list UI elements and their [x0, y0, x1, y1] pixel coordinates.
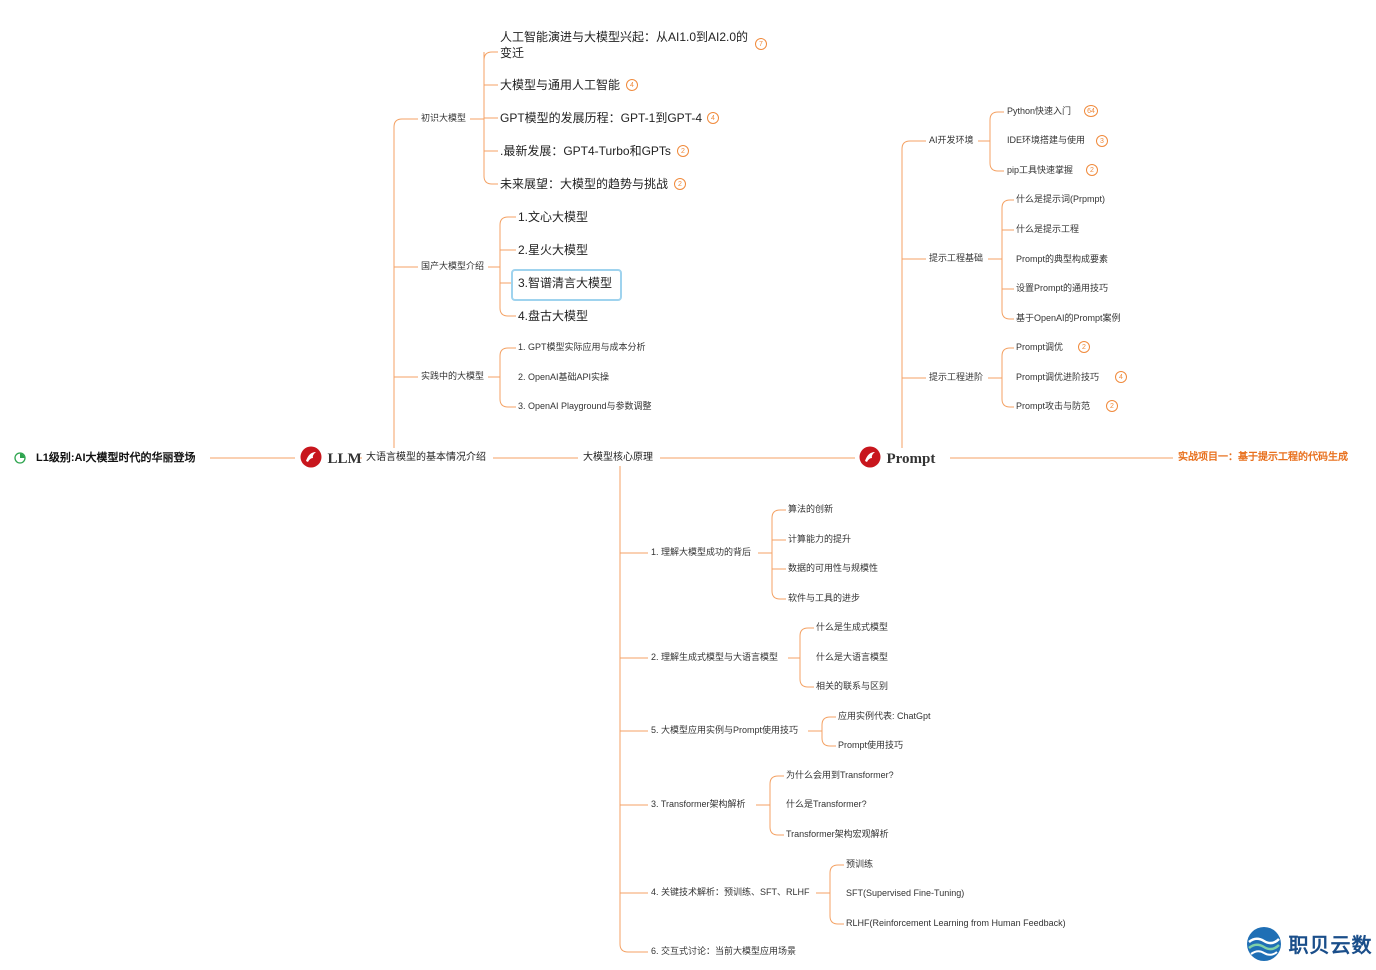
core-group-discussion[interactable]: 6. 交互式讨论：当前大模型应用场景 [651, 946, 797, 956]
prompt-group-basics[interactable]: 提示工程基础 [929, 253, 984, 263]
core-item-sft[interactable]: SFT(Supervised Fine-Tuning) [846, 888, 965, 898]
core-branch-node[interactable]: 大模型核心原理 [583, 452, 653, 463]
root-node[interactable]: L1级别:AI大模型时代的华丽登场 [36, 452, 196, 464]
intro-branch-node[interactable]: 大语言模型的基本情况介绍 [366, 452, 486, 463]
count-badge: 4 [626, 79, 638, 91]
core-item-pretrain[interactable]: 预训练 [846, 859, 874, 869]
intro-item-agi[interactable]: 大模型与通用人工智能 [500, 78, 621, 92]
brand-text: 职贝云数 [1288, 935, 1373, 957]
intro-item-future[interactable]: 未来展望：大模型的趋势与挑战 [500, 177, 669, 191]
intro-item-latest[interactable]: .最新发展：GPT4-Turbo和GPTs [500, 144, 671, 158]
wave-globe-icon [1246, 926, 1282, 966]
count-badge: 2 [1106, 400, 1118, 412]
prompt-group-dev-env[interactable]: AI开发环境 [929, 135, 974, 145]
prompt-item-tuning[interactable]: Prompt调优 [1016, 342, 1064, 352]
prompt-group-advanced[interactable]: 提示工程进阶 [929, 372, 984, 382]
root-icon [14, 452, 26, 464]
core-group-transformer[interactable]: 3. Transformer架构解析 [651, 799, 746, 809]
core-item-llm[interactable]: 什么是大语言模型 [816, 652, 889, 662]
count-badge: 4 [707, 112, 719, 124]
prompt-item-what-prompt[interactable]: 什么是提示词(Prpmpt) [1016, 194, 1106, 204]
prompt-item-pip[interactable]: pip工具快速掌握 [1007, 165, 1074, 175]
intro-item-evolution-cont[interactable]: 变迁 [500, 46, 525, 60]
intro-item-xinghuo[interactable]: 2.星火大模型 [518, 243, 589, 257]
count-badge: 2 [677, 145, 689, 157]
intro-item-pangu[interactable]: 4.盘古大模型 [518, 309, 589, 323]
count-badge: 2 [1086, 164, 1098, 176]
intro-item-evolution[interactable]: 人工智能演进与大模型兴起：从AI1.0到AI2.0的 [500, 30, 749, 44]
intro-item-playground[interactable]: 3. OpenAI Playground与参数调整 [518, 401, 652, 411]
core-item-data[interactable]: 数据的可用性与规模性 [788, 563, 879, 573]
intro-item-cost[interactable]: 1. GPT模型实际应用与成本分析 [518, 342, 646, 352]
core-item-rlhf[interactable]: RLHF(Reinforcement Learning from Human F… [846, 918, 1066, 928]
prompt-item-general-tips[interactable]: 设置Prompt的通用技巧 [1016, 283, 1109, 293]
intro-group-basics[interactable]: 初识大模型 [421, 113, 467, 123]
intro-item-wenxin[interactable]: 1.文心大模型 [518, 210, 589, 224]
prompt-item-python[interactable]: Python快速入门 [1007, 106, 1072, 116]
red-emblem-icon [859, 446, 881, 472]
prompt-logo-text: Prompt [886, 450, 936, 467]
core-item-compute[interactable]: 计算能力的提升 [788, 534, 852, 544]
prompt-item-what-engineering[interactable]: 什么是提示工程 [1016, 224, 1080, 234]
prompt-item-ide[interactable]: IDE环境搭建与使用 [1007, 135, 1086, 145]
selected-node-frame[interactable] [511, 269, 622, 301]
intro-item-gpt-history[interactable]: GPT模型的发展历程：GPT-1到GPT-4 [500, 111, 703, 125]
core-item-why-transformer[interactable]: 为什么会用到Transformer? [786, 770, 894, 780]
core-item-chatgpt[interactable]: 应用实例代表: ChatGpt [838, 711, 931, 721]
intro-item-zhipu[interactable]: 3.智谱清言大模型 [518, 276, 613, 290]
count-badge: 2 [1078, 341, 1090, 353]
prompt-logo: Prompt [859, 446, 935, 470]
core-item-what-transformer[interactable]: 什么是Transformer? [786, 799, 867, 809]
prompt-item-attack[interactable]: Prompt攻击与防范 [1016, 401, 1091, 411]
prompt-item-elements[interactable]: Prompt的典型构成要素 [1016, 254, 1109, 264]
count-badge: 4 [1115, 371, 1127, 383]
core-group-generative[interactable]: 2. 理解生成式模型与大语言模型 [651, 652, 779, 662]
core-item-tools[interactable]: 软件与工具的进步 [788, 593, 861, 603]
core-item-relation[interactable]: 相关的联系与区别 [816, 681, 889, 691]
intro-group-practice[interactable]: 实践中的大模型 [421, 371, 485, 381]
project-node[interactable]: 实战项目一：基于提示工程的代码生成 [1178, 452, 1348, 463]
core-group-key-tech[interactable]: 4. 关键技术解析：预训练、SFT、RLHF [651, 887, 810, 897]
prompt-item-tuning-advanced[interactable]: Prompt调优进阶技巧 [1016, 372, 1100, 382]
intro-group-domestic[interactable]: 国产大模型介绍 [421, 261, 485, 271]
core-group-success[interactable]: 1. 理解大模型成功的背后 [651, 547, 752, 557]
core-item-algorithm[interactable]: 算法的创新 [788, 504, 834, 514]
count-badge: 64 [1084, 105, 1098, 117]
count-badge: 7 [755, 38, 767, 50]
intro-item-api[interactable]: 2. OpenAI基础API实操 [518, 372, 610, 382]
brand-watermark: 职贝云数 [1246, 926, 1372, 964]
llm-logo-text: LLM [327, 450, 362, 467]
red-emblem-icon [300, 446, 322, 472]
core-group-applications[interactable]: 5. 大模型应用实例与Prompt使用技巧 [651, 725, 799, 735]
core-item-prompt-tips[interactable]: Prompt使用技巧 [838, 740, 904, 750]
core-item-generative-model[interactable]: 什么是生成式模型 [816, 622, 889, 632]
prompt-item-openai-cases[interactable]: 基于OpenAI的Prompt案例 [1016, 313, 1121, 323]
count-badge: 2 [674, 178, 686, 190]
count-badge: 3 [1096, 135, 1108, 147]
llm-logo: LLM [300, 446, 362, 470]
core-item-transformer-macro[interactable]: Transformer架构宏观解析 [786, 829, 889, 839]
